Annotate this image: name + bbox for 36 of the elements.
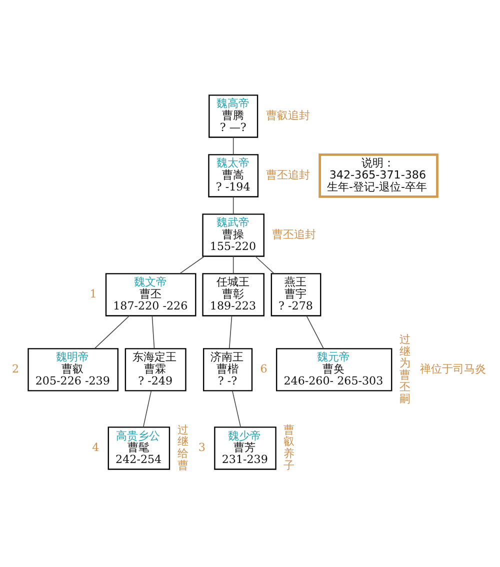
node-label: 曹叡追封 <box>266 108 310 122</box>
node-label: 曹叡养子 <box>284 422 295 472</box>
node-box: 魏文帝 曹丕 187-220 -226 <box>105 272 196 316</box>
node-box: 东海定王 曹霖 ? -249 <box>124 348 186 391</box>
connector <box>232 196 234 214</box>
connector <box>179 255 205 274</box>
connector <box>232 136 234 154</box>
node-label: 曹丕追封 <box>266 168 310 182</box>
connector <box>306 315 324 348</box>
node-box: 任城王 曹彰 189-223 <box>202 272 264 316</box>
connector <box>232 255 234 274</box>
node-box: 高贵乡公 曹髦 242-254 <box>108 426 170 470</box>
node-box: 魏少帝 曹芳 231-239 <box>214 426 276 470</box>
node-box: 魏高帝 曹腾 ? —? <box>208 94 258 138</box>
connector <box>142 390 152 428</box>
node-label: 1 <box>90 287 97 300</box>
node-box: 魏太帝 曹嵩 ? -194 <box>208 154 259 197</box>
connector <box>94 314 130 348</box>
node-label: 6 <box>260 362 268 376</box>
node-label: 过继为曹丕嗣 <box>400 332 411 405</box>
node-box: 济南王 曹楷 ? -? <box>203 348 253 391</box>
node-label: 3 <box>198 440 206 454</box>
node-box: 说明： 342-365-371-386 生年-登记-退位-卒年 <box>318 153 438 198</box>
node-label: 4 <box>92 440 100 454</box>
node-label: 曹丕追封 <box>272 228 316 241</box>
connector <box>254 255 274 274</box>
node-box: 魏元帝 曹奂 246-260- 265-303 <box>276 348 392 391</box>
connector <box>228 315 232 348</box>
node-box: 魏武帝 曹操 155-220 <box>202 213 264 256</box>
connector <box>232 390 242 428</box>
node-box: 魏明帝 曹叡 205-226 -239 <box>28 348 118 391</box>
node-label: 过继给曹 <box>177 422 188 472</box>
connector <box>152 315 155 348</box>
node-box: 燕王 曹宇 ? -278 <box>270 272 322 316</box>
node-label: 2 <box>12 362 20 376</box>
node-label: 禅位于司马炎 <box>420 362 486 376</box>
